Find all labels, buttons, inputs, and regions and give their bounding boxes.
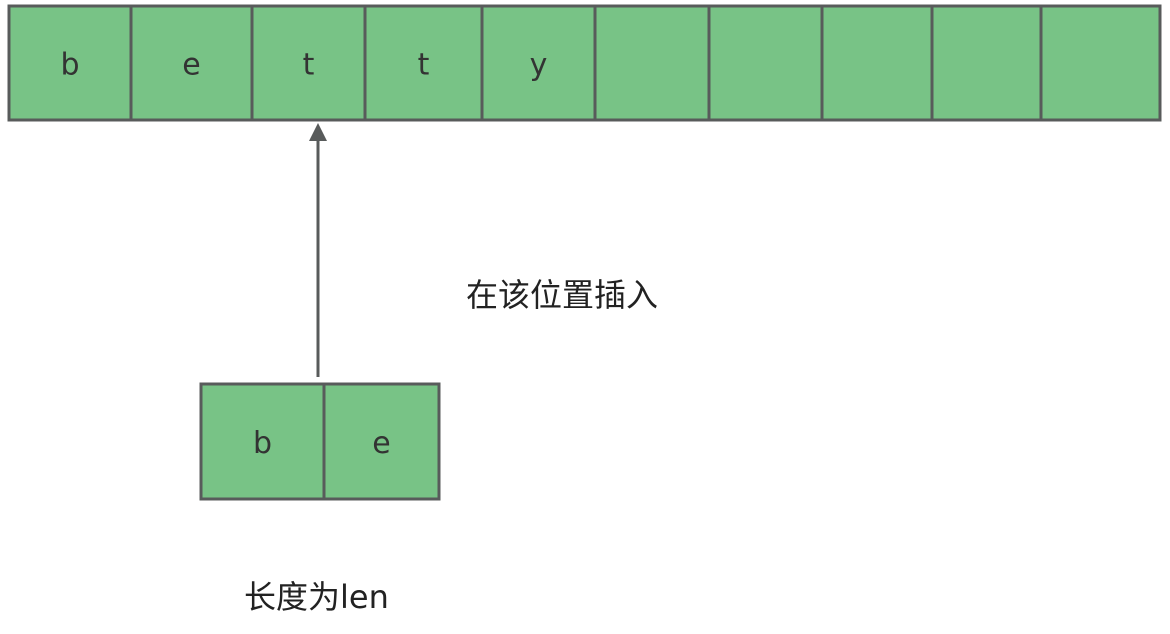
main-array-cell: t (363, 4, 484, 122)
main-array-cell-char: b (60, 48, 79, 83)
main-array-cell-char: y (530, 48, 548, 83)
inserted-string-cell: b (199, 382, 326, 501)
main-array-cell (930, 4, 1043, 122)
main-array-cell (820, 4, 934, 122)
main-array-cell-box (1039, 4, 1162, 122)
main-array-cell (1039, 4, 1162, 122)
main-array-cell-box (250, 4, 367, 122)
inserted-string-cell-char: e (372, 426, 390, 461)
inserted-string-cell: e (322, 382, 441, 501)
main-array-cell-box (930, 4, 1043, 122)
inserted-string-cell-box (199, 382, 326, 501)
inserted-string-cell-box (322, 382, 441, 501)
main-array-cell: b (7, 4, 133, 122)
main-array-cell (593, 4, 711, 122)
main-array-cell-char: e (182, 48, 200, 83)
main-array-cell-box (480, 4, 597, 122)
insert-position-label: 在该位置插入 (466, 276, 659, 314)
main-array-cell: y (480, 4, 597, 122)
main-array-cell-box (129, 4, 254, 122)
main-array-cell-box (593, 4, 711, 122)
length-label: 长度为len (244, 578, 389, 616)
main-array-cell-box (820, 4, 934, 122)
main-array-cell-char: t (418, 48, 430, 83)
inserted-string-cell-char: b (253, 426, 272, 461)
main-array-cell (707, 4, 824, 122)
main-array-cell-box (7, 4, 133, 122)
main-array-cell-char: t (303, 48, 315, 83)
insert-arrow-head (309, 123, 327, 141)
main-array-cell-box (707, 4, 824, 122)
main-array-cell: t (250, 4, 367, 122)
main-array-cell: e (129, 4, 254, 122)
